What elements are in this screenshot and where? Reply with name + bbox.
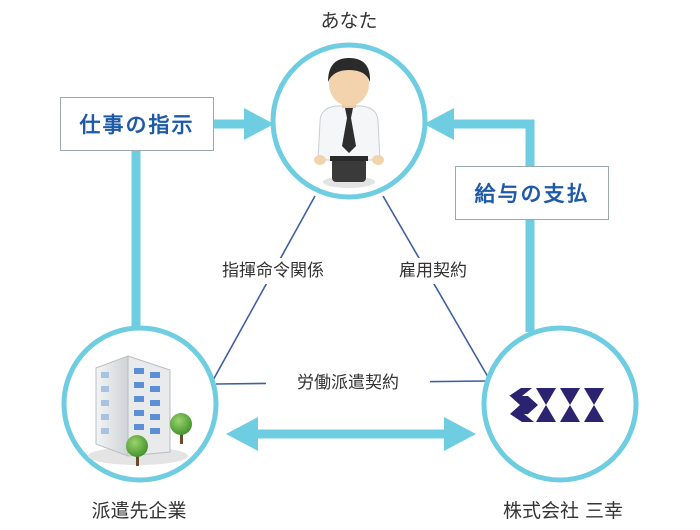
dispatch-arrowhead-right — [444, 417, 476, 451]
dispatch-arrowhead-left — [226, 417, 258, 451]
sanko-node-circle — [481, 325, 639, 483]
command-relation-label: 指揮命令関係 — [196, 258, 350, 284]
employment-contract-label: 雇用契約 — [384, 258, 482, 284]
work-instruction-label: 仕事の指示 — [79, 113, 195, 137]
person-icon — [314, 58, 384, 188]
client-company-label: 派遣先企業 — [91, 500, 187, 522]
salary-payment-box: 給与の支払 — [455, 166, 609, 220]
work-instruction-arrow-line — [131, 119, 248, 332]
sanko-logo-icon — [509, 388, 604, 422]
building-icon — [88, 355, 192, 466]
employment-line — [382, 195, 489, 378]
work-instruction-box: 仕事の指示 — [60, 97, 214, 151]
salary-payment-label: 給与の支払 — [474, 182, 590, 206]
salary-arrow-line — [450, 119, 535, 332]
salary-arrowhead — [424, 108, 454, 140]
work-instruction-arrowhead — [244, 108, 274, 140]
dispatch-contract-label: 労働派遣契約 — [266, 369, 430, 397]
you-label: あなた — [320, 10, 378, 32]
sanko-company-label: 株式会社 三幸 — [502, 500, 624, 522]
command-line — [211, 195, 316, 383]
